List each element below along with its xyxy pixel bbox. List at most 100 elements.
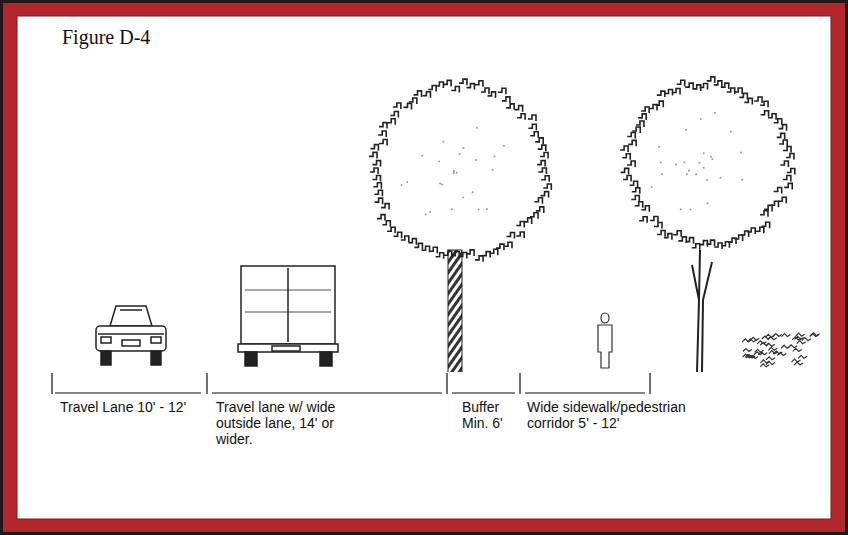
leaf-dot xyxy=(475,159,477,161)
shrub-scribble xyxy=(781,334,790,337)
shrub-scribble xyxy=(794,362,803,365)
leaf-dot xyxy=(462,197,464,199)
leaf-scribble xyxy=(536,207,544,213)
leaf-dot xyxy=(463,147,465,149)
leaf-scribble xyxy=(516,232,524,238)
dimension-label: Wide sidewalk/pedestrian corridor 5' - 1… xyxy=(527,399,727,431)
dimension-label: Travel lane w/ wide outside lane, 14' or… xyxy=(216,399,366,447)
leaf-scribble xyxy=(739,93,747,99)
leaf-dot xyxy=(719,177,721,179)
leaf-scribble xyxy=(534,198,542,204)
leaf-scribble xyxy=(621,168,629,174)
leaf-scribble xyxy=(664,89,672,95)
leaf-dot xyxy=(740,152,742,154)
leaf-dot xyxy=(680,208,682,210)
shrub-scribble xyxy=(766,357,775,360)
leaf-scribble xyxy=(707,77,715,83)
leaf-dot xyxy=(453,172,455,174)
leaf-scribble xyxy=(475,81,483,87)
leaf-scribble xyxy=(657,91,665,97)
shrub-scribble xyxy=(743,349,752,352)
leaf-scribble xyxy=(538,145,546,151)
leaf-scribble xyxy=(502,97,510,103)
leaf-scribble xyxy=(403,103,411,109)
leaf-scribble xyxy=(435,82,443,88)
leaf-scribble xyxy=(760,211,768,217)
leaf-scribble xyxy=(379,123,387,129)
leaf-scribble xyxy=(631,196,639,202)
shrub-scribble xyxy=(769,351,778,354)
truck xyxy=(238,266,338,366)
leaf-scribble xyxy=(370,145,378,151)
leaf-dot xyxy=(453,170,455,172)
leaf-scribble xyxy=(390,112,398,118)
leaf-dot xyxy=(439,183,441,185)
leaf-scribble xyxy=(620,146,628,152)
leaf-scribble xyxy=(632,188,640,194)
leaf-scribble xyxy=(528,115,536,121)
leaf-scribble xyxy=(381,204,389,210)
leaf-dot xyxy=(661,173,663,175)
leaf-scribble xyxy=(387,227,395,233)
leaf-dot xyxy=(429,211,431,213)
shrub-scribble xyxy=(760,364,769,367)
drawing-ground xyxy=(17,16,831,519)
leaf-scribble xyxy=(655,101,663,107)
leaf-scribble xyxy=(369,152,377,158)
leaf-scribble xyxy=(516,222,524,228)
leaf-scribble xyxy=(382,221,390,227)
leaf-dot xyxy=(695,173,697,175)
dimension-line xyxy=(52,373,650,394)
leaf-scribble xyxy=(784,183,792,189)
shrub-scribble xyxy=(750,337,759,340)
leaf-scribble xyxy=(622,154,630,160)
shrub-scribble xyxy=(745,354,754,357)
leaf-scribble xyxy=(760,101,768,107)
leaf-scribble xyxy=(443,80,451,86)
leaf-scribble xyxy=(379,140,387,146)
leaf-scribble xyxy=(678,237,686,243)
leaf-dot xyxy=(698,162,700,164)
shrub-scribble xyxy=(760,360,769,363)
leaf-scribble xyxy=(714,81,722,87)
leaf-dot xyxy=(660,162,662,164)
leaf-dot xyxy=(406,181,408,183)
leaf-scribble xyxy=(444,251,452,257)
leaf-scribble xyxy=(481,88,489,94)
leaf-scribble xyxy=(756,227,764,233)
leaf-scribble xyxy=(535,138,543,144)
leaf-scribble xyxy=(414,91,422,97)
leaf-scribble xyxy=(506,104,514,110)
sidewalk-tree xyxy=(620,77,795,372)
leaf-scribble xyxy=(635,202,643,208)
leaf-scribble xyxy=(700,84,708,90)
street-tree xyxy=(369,79,551,374)
leaf-dot xyxy=(730,131,732,133)
leaf-scribble xyxy=(459,79,467,85)
leaf-dot xyxy=(688,170,690,172)
leaf-scribble xyxy=(734,88,742,94)
shrub-scribble xyxy=(773,334,782,337)
leaf-scribble xyxy=(768,114,776,120)
leaf-scribble xyxy=(673,231,681,237)
leaf-scribble xyxy=(650,217,658,223)
shrub-scribble xyxy=(793,348,802,351)
leaf-scribble xyxy=(787,169,795,175)
leaf-dot xyxy=(689,209,691,211)
leaf-scribble xyxy=(428,85,436,91)
leaf-scribble xyxy=(409,98,417,104)
shrub-scribble xyxy=(768,337,777,340)
leaf-scribble xyxy=(778,197,786,203)
tree-canopy xyxy=(620,77,795,250)
car xyxy=(96,306,166,365)
leaf-dot xyxy=(700,118,702,120)
leaf-scribble xyxy=(672,89,680,95)
leaf-scribble xyxy=(639,217,647,223)
shrub-scribble xyxy=(791,359,800,362)
leaf-dot xyxy=(706,202,708,204)
leaf-dot xyxy=(651,186,653,188)
leaf-scribble xyxy=(774,119,782,125)
leaf-scribble xyxy=(754,97,762,103)
leaf-dot xyxy=(486,208,488,210)
